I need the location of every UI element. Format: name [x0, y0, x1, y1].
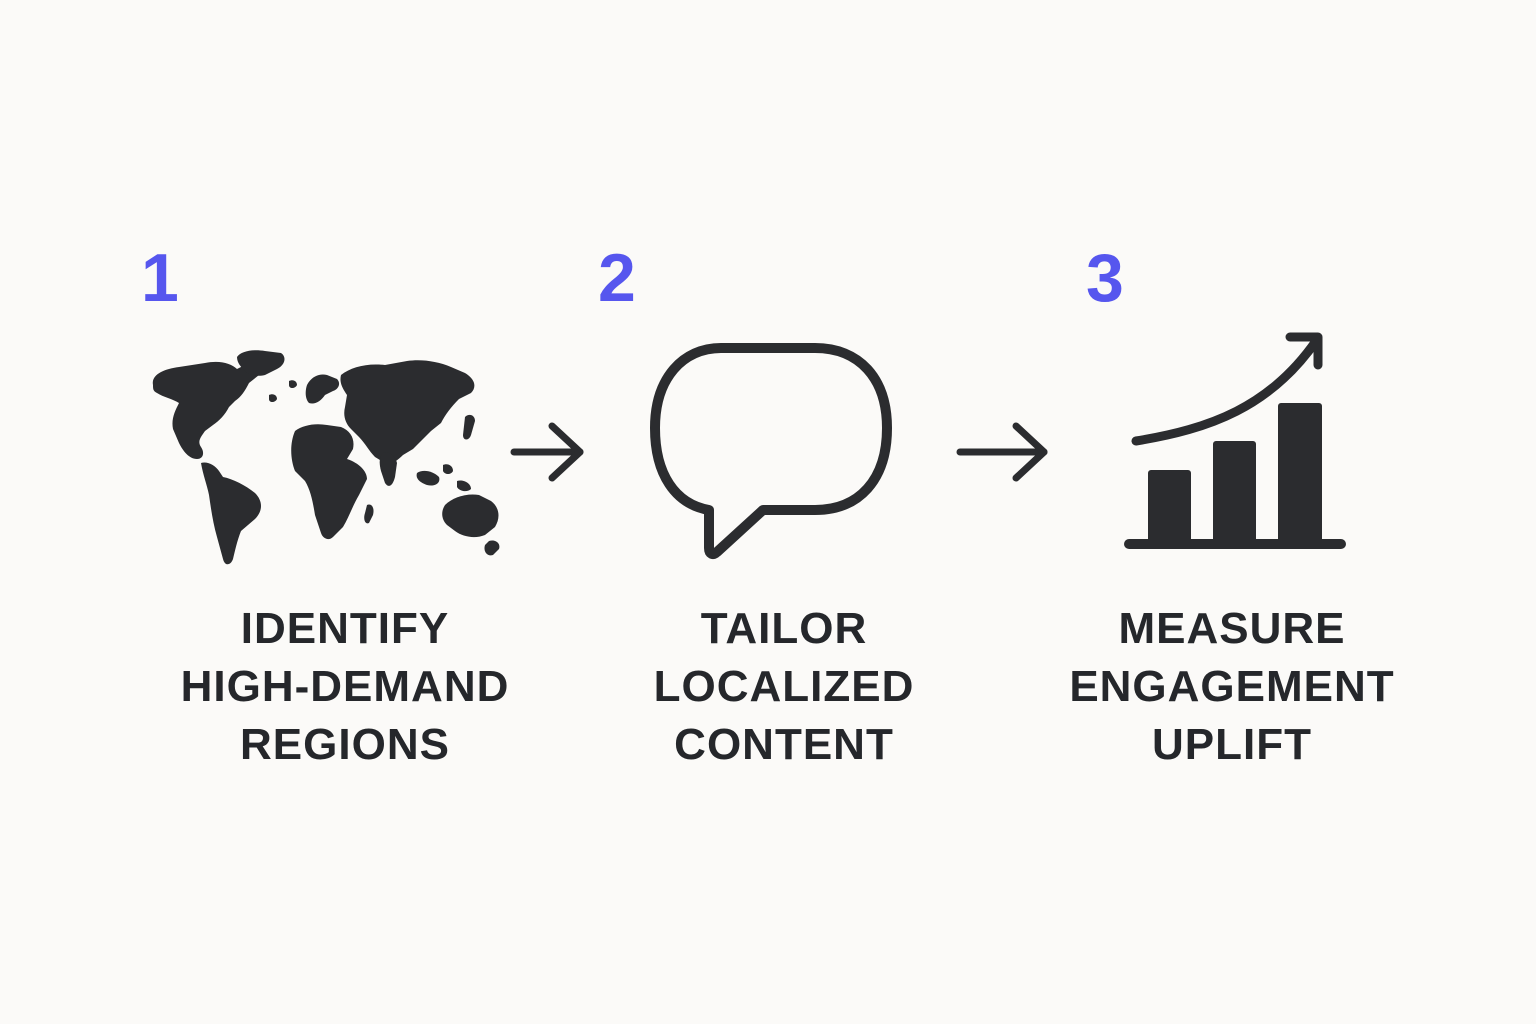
step-3-label: MEASURE ENGAGEMENT UPLIFT — [1022, 600, 1442, 774]
speech-bubble-icon — [650, 343, 892, 560]
arrow-right-icon — [956, 422, 1048, 482]
step-3-label-line-2: ENGAGEMENT — [1069, 662, 1395, 711]
step-3-label-line-1: MEASURE — [1118, 604, 1346, 653]
step-2-label-line-2: LOCALIZED — [653, 662, 915, 711]
arrow-right-icon — [510, 422, 584, 482]
step-2-label-line-3: CONTENT — [674, 720, 894, 769]
step-1-label-line-2: HIGH-DEMAND — [180, 662, 510, 711]
step-1-label-line-1: IDENTIFY — [240, 604, 450, 653]
growth-bar-chart-icon — [1124, 332, 1346, 549]
world-map-icon — [152, 350, 500, 565]
step-3-label-line-3: UPLIFT — [1152, 720, 1312, 769]
step-2-number: 2 — [598, 240, 636, 316]
step-1-label: IDENTIFY HIGH-DEMAND REGIONS — [135, 600, 555, 774]
step-1-number: 1 — [141, 240, 179, 316]
step-2-label: TAILOR LOCALIZED CONTENT — [574, 600, 994, 774]
step-1-label-line-3: REGIONS — [240, 720, 450, 769]
step-2-label-line-1: TAILOR — [700, 604, 868, 653]
step-3-number: 3 — [1086, 240, 1124, 316]
